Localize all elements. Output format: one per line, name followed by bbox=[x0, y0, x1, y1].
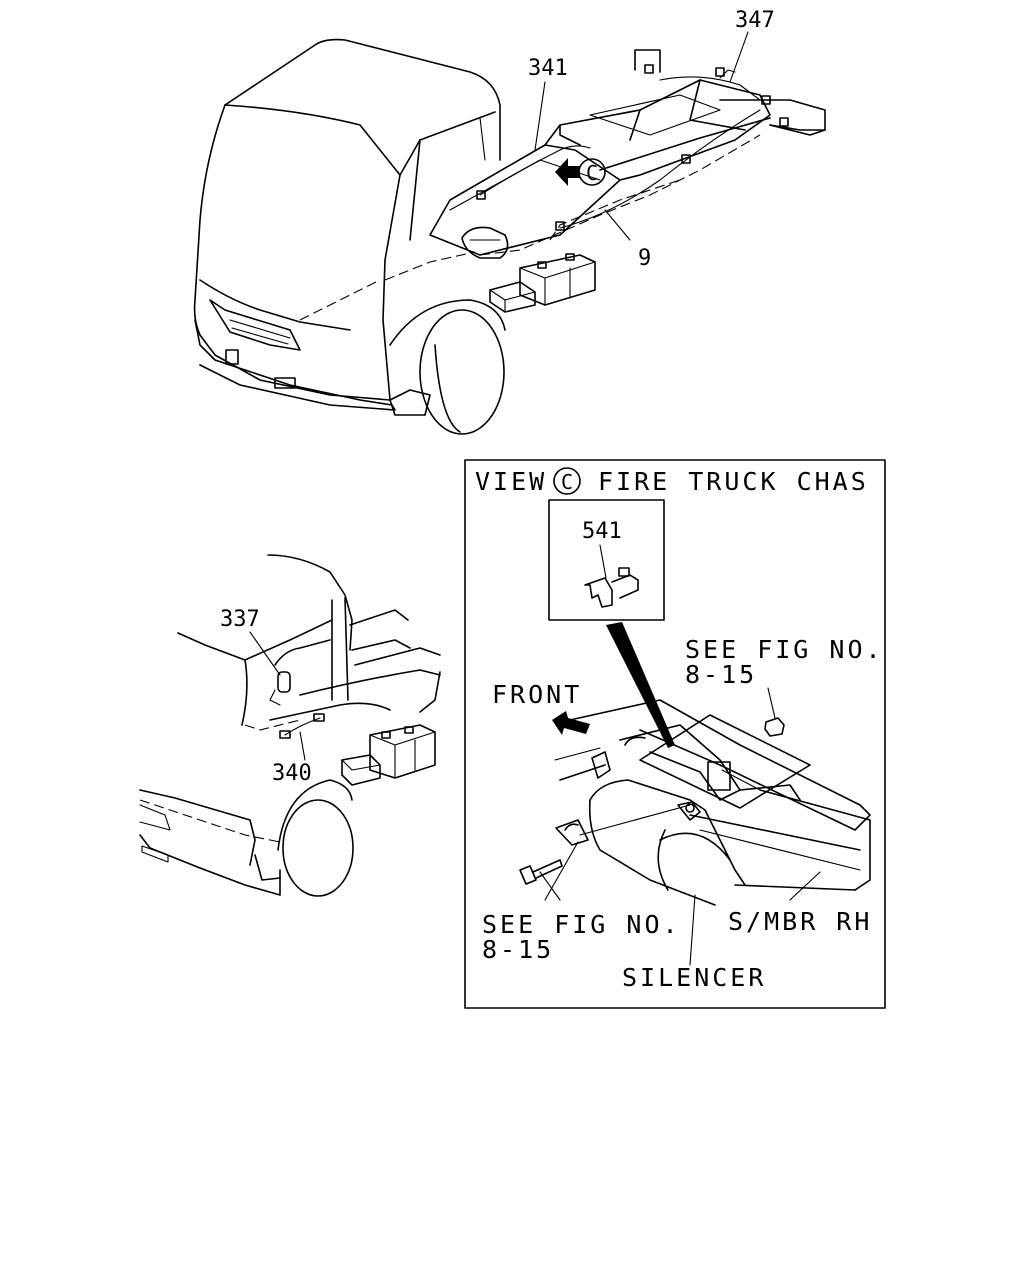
see-fig-lower-line2: 8-15 bbox=[482, 935, 554, 964]
callout-347: 347 bbox=[735, 8, 775, 33]
view-c-symbol: C bbox=[586, 161, 598, 185]
view-c-marker: C bbox=[555, 158, 606, 186]
smbr-label: S/MBR RH bbox=[728, 907, 872, 936]
callout-9: 9 bbox=[638, 246, 651, 271]
view-title-circle-icon bbox=[553, 467, 581, 495]
upper-callouts: 347 341 9 bbox=[528, 8, 775, 271]
silencer-label: SILENCER bbox=[622, 963, 766, 992]
arrow-left-icon bbox=[555, 158, 580, 186]
see-fig-upper-line2: 8-15 bbox=[685, 660, 757, 689]
lower-left-truck-illustration bbox=[139, 554, 441, 897]
front-label: FRONT bbox=[492, 680, 582, 709]
lower-left-callouts: 337 340 bbox=[220, 607, 312, 786]
see-fig-lower-line1: SEE FIG NO. bbox=[482, 910, 681, 939]
callout-541: 541 bbox=[582, 519, 622, 544]
callout-340: 340 bbox=[272, 761, 312, 786]
callout-341: 341 bbox=[528, 56, 568, 81]
detail-view-panel: VIEW C FIRE TRUCK CHAS 541 FRONT SEE FIG… bbox=[464, 459, 886, 1009]
see-fig-upper-line1: SEE FIG NO. bbox=[685, 635, 884, 664]
upper-truck-illustration bbox=[193, 38, 826, 435]
view-title-rest: FIRE TRUCK CHAS bbox=[598, 467, 869, 496]
callout-337: 337 bbox=[220, 607, 260, 632]
view-title: VIEW bbox=[475, 467, 547, 496]
view-title-symbol: C bbox=[561, 470, 573, 494]
inset-541 bbox=[548, 499, 665, 621]
front-arrow-icon bbox=[552, 711, 590, 735]
view-c-circle-icon bbox=[578, 158, 606, 186]
